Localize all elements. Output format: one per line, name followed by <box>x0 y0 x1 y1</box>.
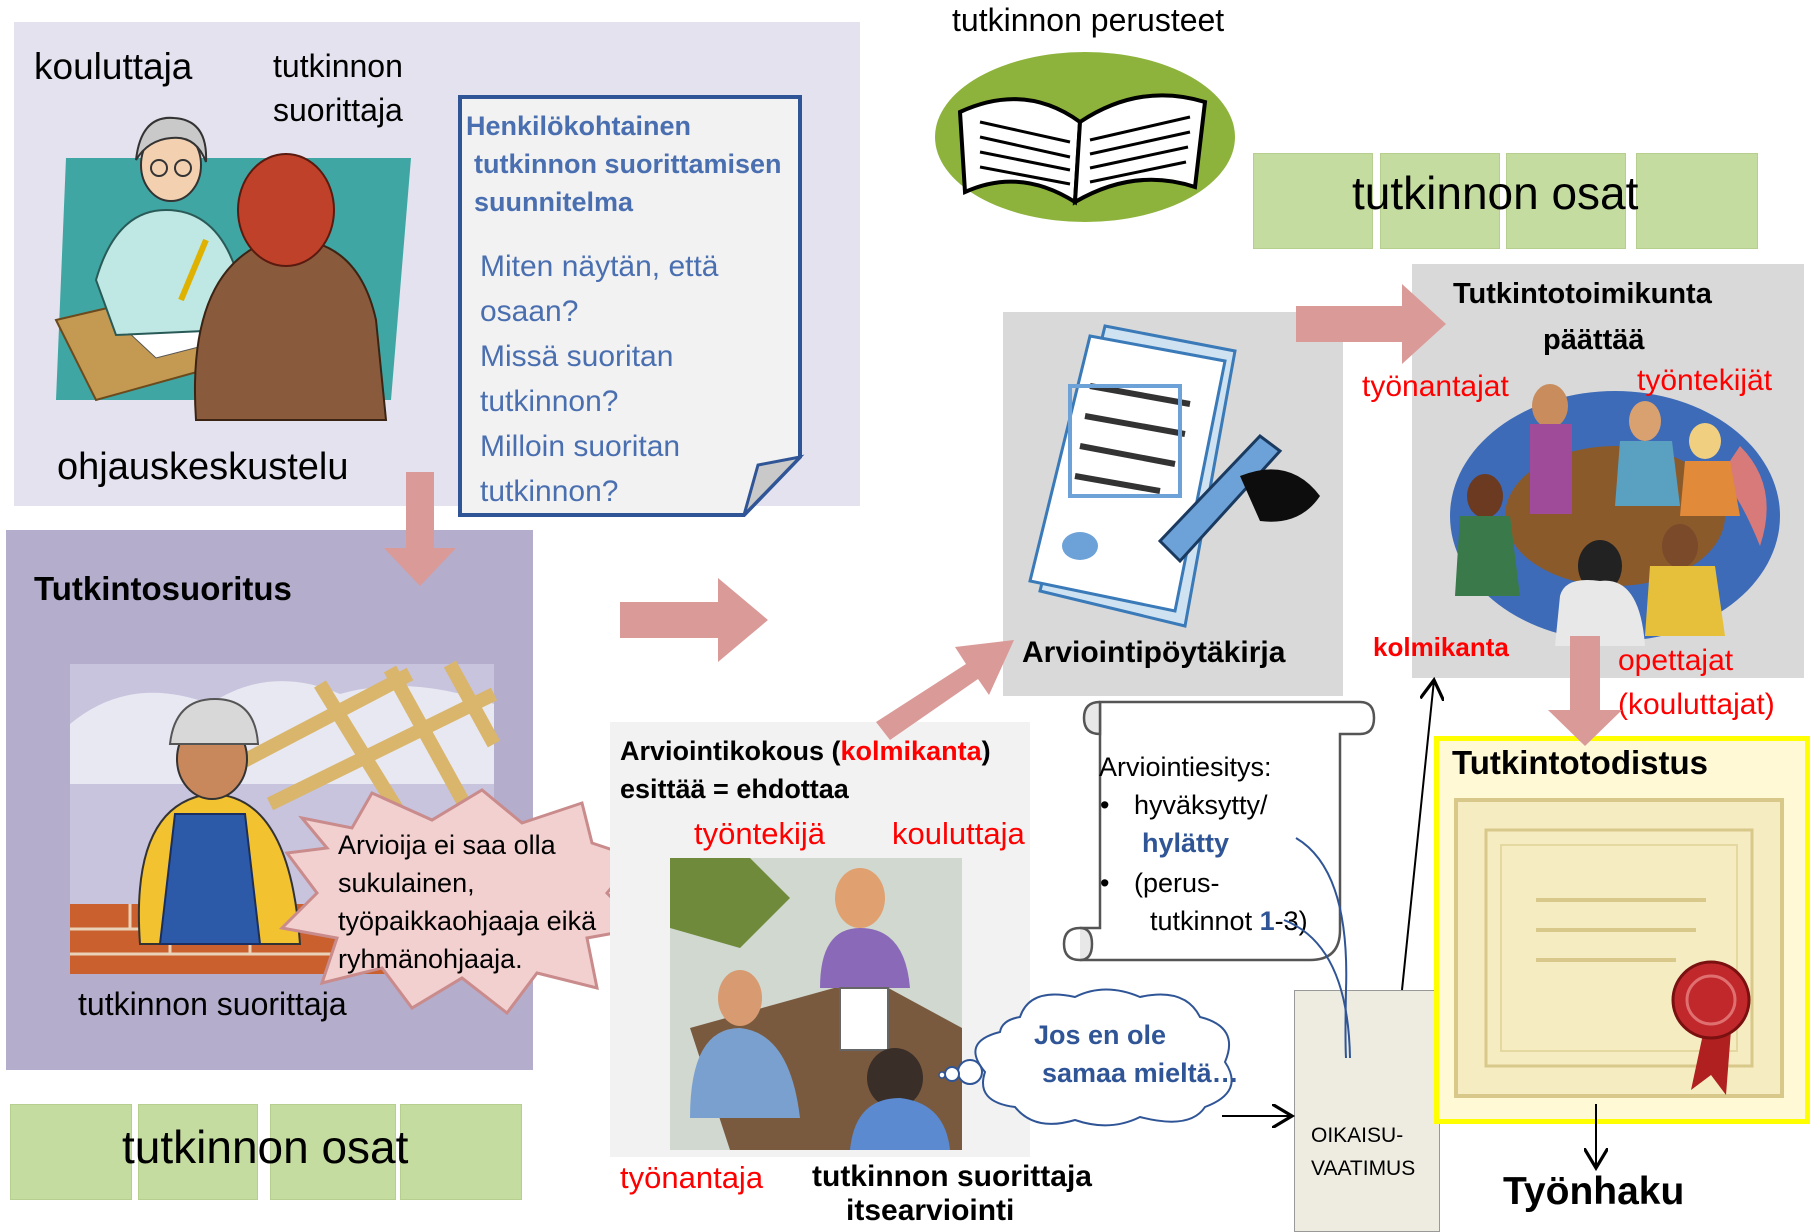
esitys-bullet1-a: hyväksytty/ <box>1134 790 1268 820</box>
oikaisu-line1: OIKAISU- <box>1311 1124 1404 1147</box>
toimikunta-title-line2: päättää <box>1543 324 1645 356</box>
toimikunta-employees: työntekijät <box>1637 364 1773 397</box>
arviointikokous-title-kolmikanta: kolmikanta <box>840 736 982 766</box>
arviointikokous-subtitle: esittää = ehdottaa <box>620 774 849 804</box>
osat-bottom-block-1 <box>10 1104 132 1200</box>
osat-top-block-2 <box>1380 153 1500 249</box>
arviointikokous-title-prefix: Arviointikokous ( <box>620 736 841 766</box>
connector-hylatty-to-oikaisu <box>1295 837 1348 1059</box>
osat-top-label: tutkinnon osat <box>1352 167 1639 219</box>
arrow-diagonal-to-poytakirja <box>876 640 1014 740</box>
plan-question-when: Milloin suoritan tutkinnon? <box>480 430 681 508</box>
toimikunta-teachers-line1: opettajat <box>1618 644 1734 677</box>
osat-bottom-block-3 <box>270 1104 396 1200</box>
thought-line2: samaa mieltä… <box>1042 1058 1239 1088</box>
guidance-discussion-illustration <box>54 116 411 421</box>
committee-meeting-illustration <box>1450 384 1780 646</box>
plan-title-line2: tutkinnon suorittamisen <box>474 149 782 179</box>
open-book-illustration <box>935 52 1235 222</box>
esitys-bullet1-dot: • <box>1100 790 1110 820</box>
meeting-illustration <box>670 858 962 1150</box>
esitys-title: Arviointiesitys: <box>1099 752 1272 782</box>
esitys-bullet2-b: tutkinnot <box>1150 906 1260 936</box>
arrow-down-to-todistus <box>1548 636 1622 746</box>
plan-title-line1: Henkilökohtainen <box>466 111 692 141</box>
osat-top-block-1 <box>1253 153 1373 249</box>
signing-document-illustration <box>1028 324 1320 628</box>
arviointikokous-self-assessment: itsearviointi <box>846 1194 1015 1227</box>
plan-document-shape <box>458 95 805 517</box>
plan-title-line3: suunnitelma <box>474 187 634 217</box>
perusteet-label: tutkinnon perusteet <box>952 2 1225 38</box>
certificate-illustration <box>1454 798 1784 1098</box>
esitys-bullet2-dot: • <box>1100 868 1110 898</box>
arrow-down-guidance <box>384 472 456 586</box>
toimikunta-teachers-line2: (kouluttajat) <box>1618 688 1775 721</box>
esitys-bullet2-a: (perus- <box>1134 868 1220 898</box>
plan-question-how: Miten näytän, että osaan? <box>480 250 719 328</box>
plan-question-where: Missä suoritan tutkinnon? <box>480 340 674 418</box>
arrow-right-suoritus <box>620 578 768 662</box>
arviointikokous-employee: työntekijä <box>694 816 825 851</box>
esitys-bullet2-c: -3) <box>1274 906 1308 936</box>
osat-top-block-4 <box>1636 153 1758 249</box>
evaluator-rule-callout-shape <box>278 788 646 1016</box>
toimikunta-employers: työnantajat <box>1362 370 1509 403</box>
toimikunta-title-line1: Tutkintotoimikunta <box>1453 278 1712 310</box>
oikaisu-line2: VAATIMUS <box>1311 1157 1416 1180</box>
arviointikokous-candidate: tutkinnon suorittaja <box>812 1160 1092 1193</box>
suoritus-title: Tutkintosuoritus <box>34 570 292 607</box>
arviointikokous-trainer: kouluttaja <box>892 816 1025 851</box>
evaluator-rule-callout-text: Arvioija ei saa olla sukulainen, työpaik… <box>338 830 597 974</box>
candidate-label-line2: suorittaja <box>273 92 403 128</box>
arrow-right-to-toimikunta <box>1296 284 1446 364</box>
trainer-label: kouluttaja <box>34 46 193 87</box>
connector-oikaisu-to-toimikunta <box>1401 680 1434 991</box>
arviointikokous-title-suffix: ) <box>981 736 991 766</box>
osat-bottom-block-4 <box>400 1104 522 1200</box>
arviointikokous-employer: työnantaja <box>620 1160 764 1195</box>
osat-top-block-3 <box>1506 153 1626 249</box>
poytakirja-label: Arviointipöytäkirja <box>1022 636 1286 669</box>
guidance-discussion-label: ohjauskeskustelu <box>57 446 349 488</box>
oikaisu-box <box>1294 990 1440 1232</box>
candidate-label-line1: tutkinnon <box>273 48 403 84</box>
osat-bottom-label: tutkinnon osat <box>122 1121 409 1173</box>
todistus-label: Tutkintotodistus <box>1452 744 1709 781</box>
connector-perustutkinnot-to-oikaisu <box>1283 919 1351 1059</box>
osat-bottom-block-2 <box>138 1104 258 1200</box>
arviointiesitys-scroll-shape <box>1062 700 1376 962</box>
arviointikokous-title: Arviointikokous (kolmikanta) <box>620 736 991 767</box>
esitys-bullet1-b: hylätty <box>1142 828 1230 858</box>
esitys-bullet2-num: 1 <box>1259 906 1275 936</box>
thought-bubble-shape <box>938 988 1233 1127</box>
thought-line1: Jos en ole <box>1034 1020 1167 1050</box>
tyonhaku-label: Työnhaku <box>1503 1170 1685 1213</box>
suoritus-candidate-label: tutkinnon suorittaja <box>78 986 347 1022</box>
esitys-bullet2-line2: tutkinnot 1-3) <box>1150 906 1308 937</box>
toimikunta-kolmikanta: kolmikanta <box>1373 632 1509 662</box>
